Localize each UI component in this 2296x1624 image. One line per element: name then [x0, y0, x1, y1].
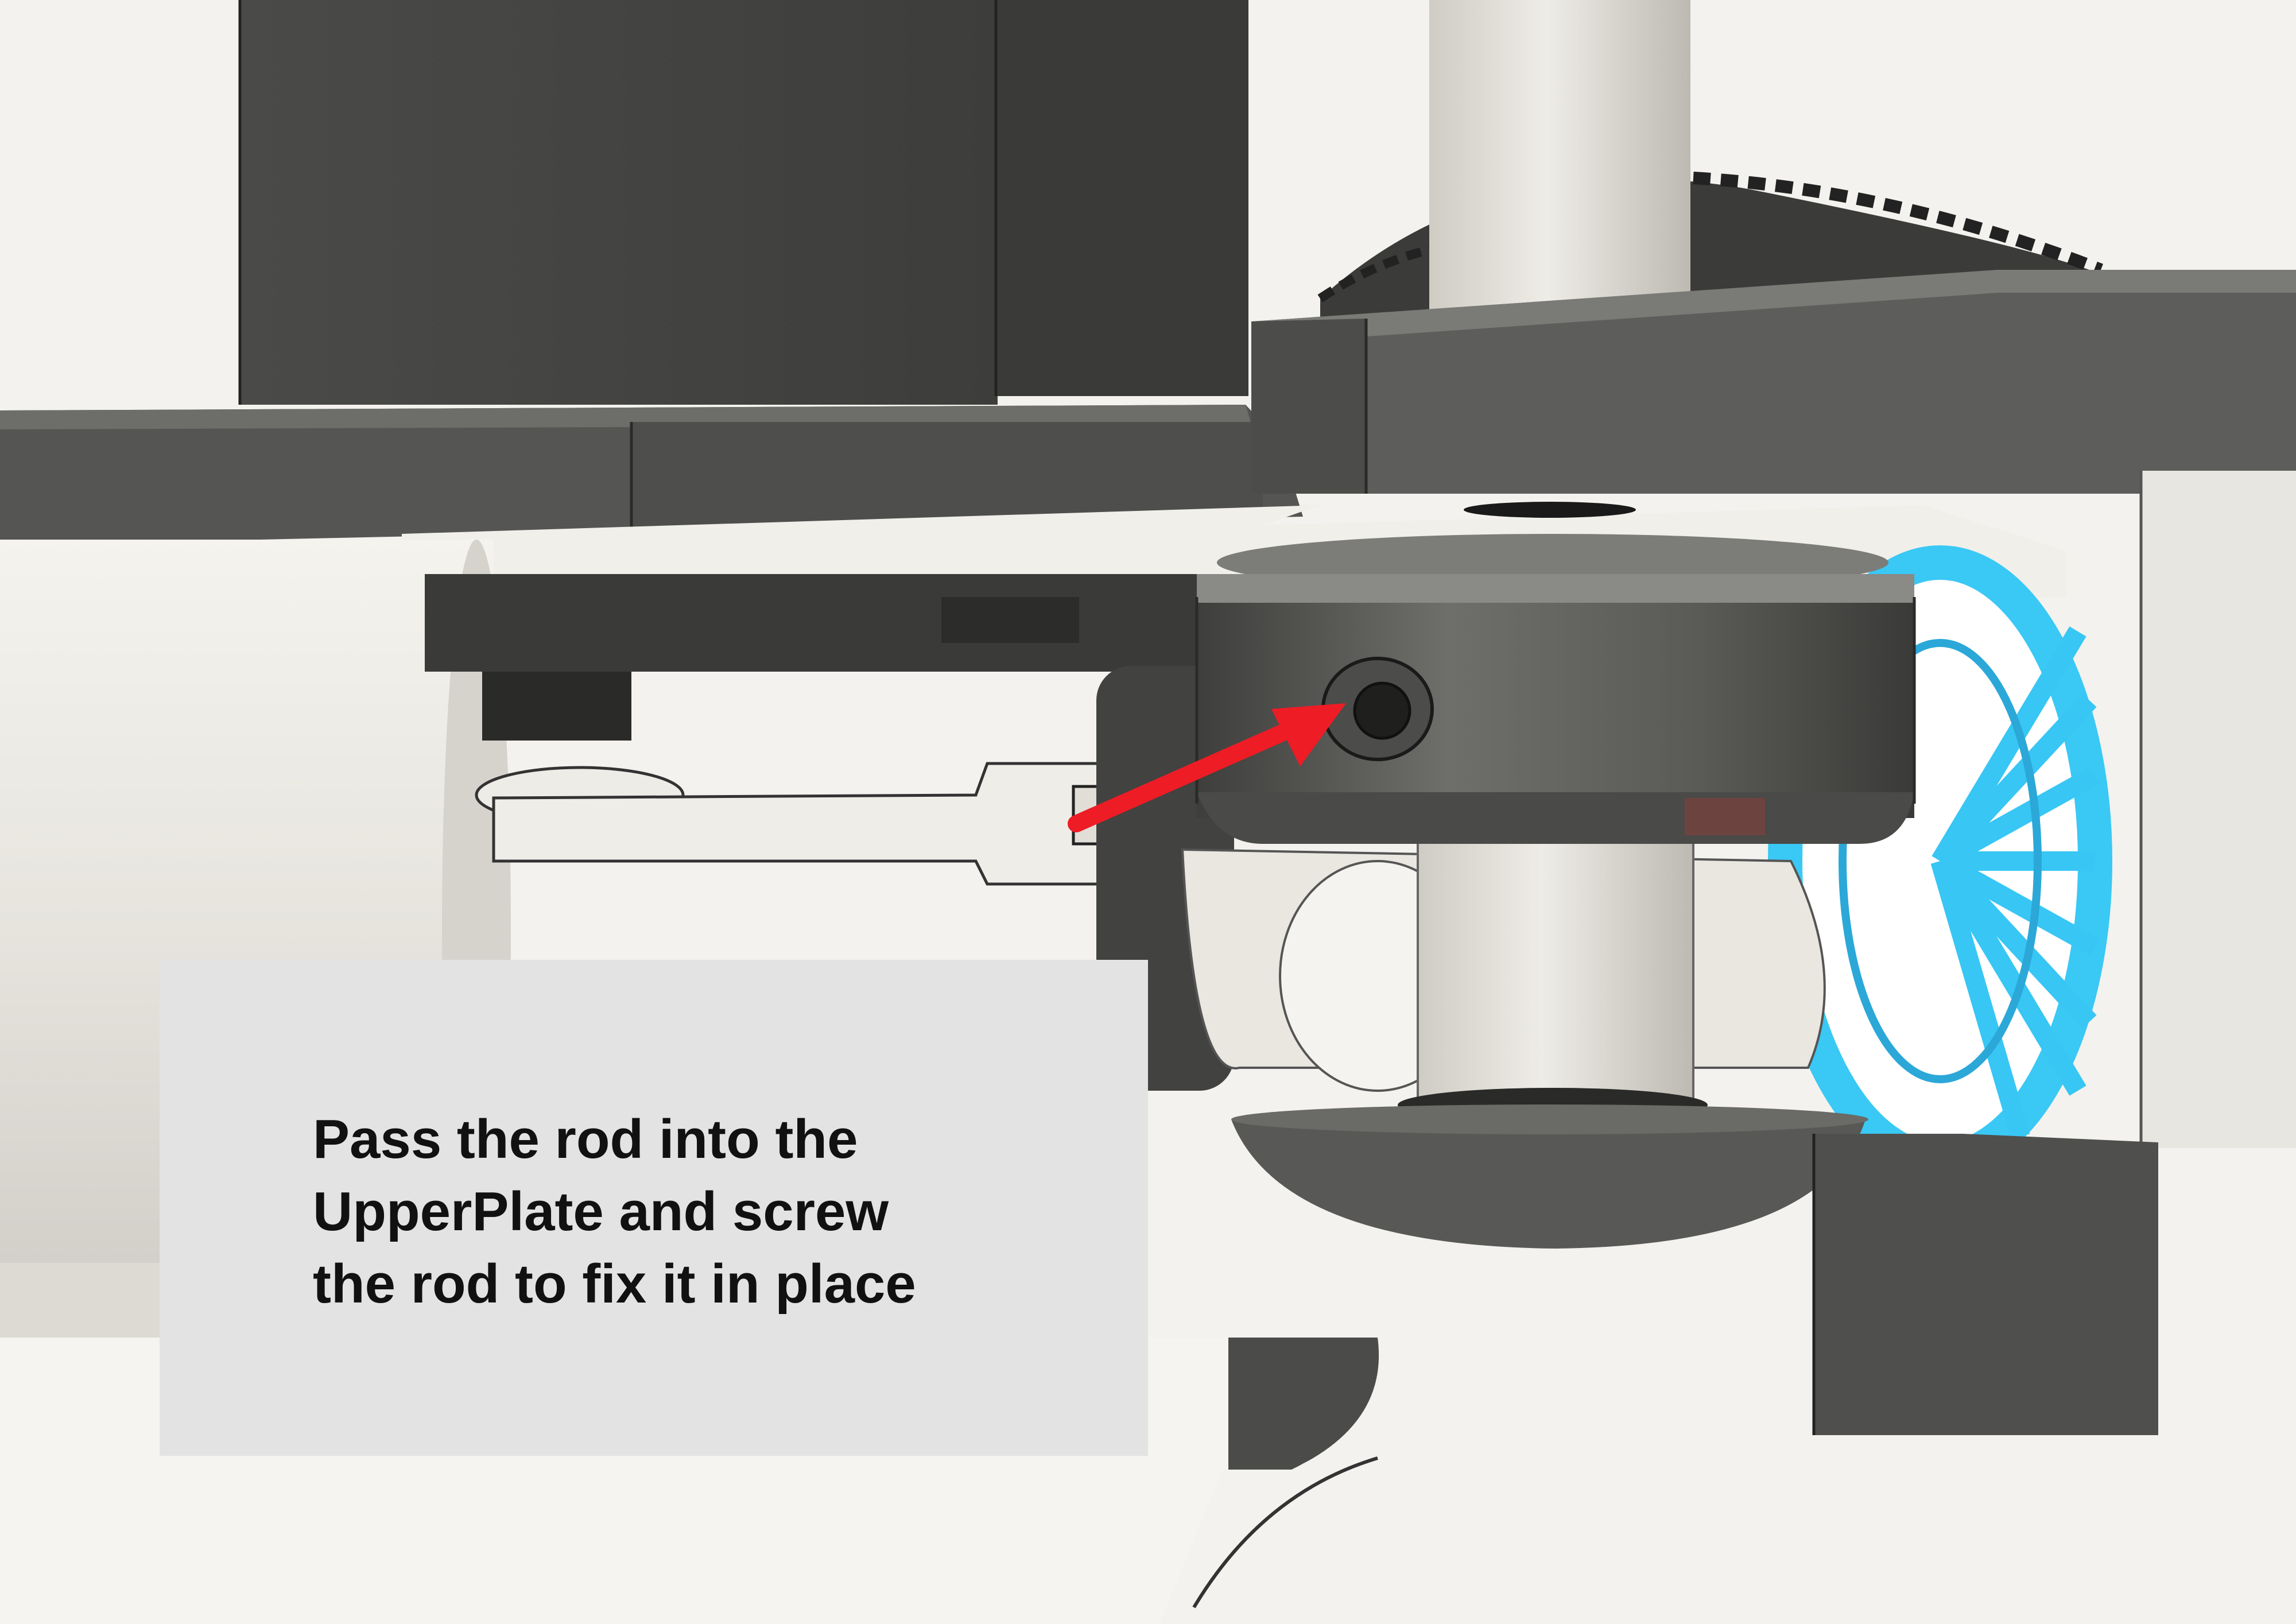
servo-block: [238, 0, 1248, 405]
right-support-column: [2139, 471, 2296, 1148]
red-pointer-arrow: [1068, 703, 1346, 832]
upper-plate: [1251, 270, 2296, 494]
motor-mount: [425, 574, 1200, 741]
instruction-callout: Pass the rod into the UpperPlate and scr…: [160, 960, 1148, 1456]
vertical-rod-upper: [1429, 0, 1690, 321]
rod-base-collar: [1231, 1088, 1868, 1249]
vertical-rod-lower: [1418, 815, 1693, 1125]
lower-right-block: [1812, 1134, 2158, 1481]
rod-hub: [1195, 534, 1916, 844]
base-plate-left: [0, 405, 1303, 545]
instruction-text: Pass the rod into the UpperPlate and scr…: [313, 1108, 916, 1315]
